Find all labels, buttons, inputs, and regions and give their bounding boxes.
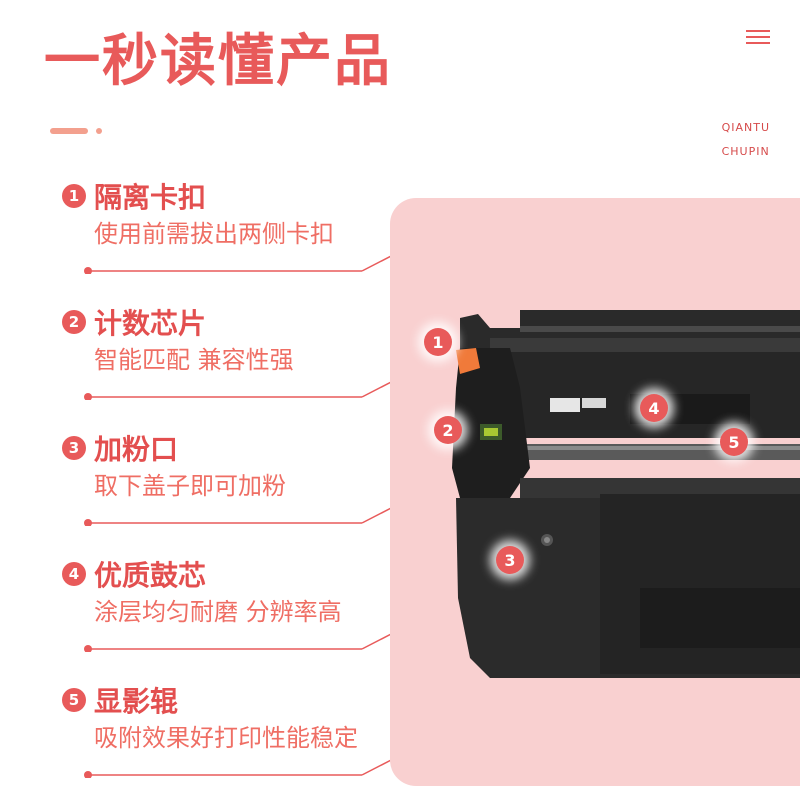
accent-dash bbox=[50, 128, 88, 134]
feature-underline bbox=[84, 756, 398, 778]
product-marker-4: 4 bbox=[640, 394, 668, 422]
feature-number-badge: 4 bbox=[62, 562, 86, 586]
feature-number-badge: 2 bbox=[62, 310, 86, 334]
feature-title: 隔离卡扣 bbox=[94, 181, 207, 214]
accent-dot bbox=[96, 128, 102, 134]
menu-bar-middle bbox=[746, 36, 770, 38]
feature-heading: 1 隔离卡扣 bbox=[62, 176, 206, 216]
feature-underline bbox=[84, 504, 398, 526]
feature-description: 使用前需拔出两侧卡扣 bbox=[94, 220, 334, 248]
product-marker-1: 1 bbox=[424, 328, 452, 356]
feature-heading: 5 显影辊 bbox=[62, 680, 178, 720]
product-image: 1 2 3 4 5 bbox=[390, 198, 800, 786]
feature-heading: 4 优质鼓芯 bbox=[62, 554, 206, 594]
feature-title: 加粉口 bbox=[94, 433, 179, 466]
feature-item-5: 5 显影辊 吸附效果好打印性能稳定 bbox=[62, 680, 398, 780]
menu-bar-top bbox=[746, 30, 770, 32]
title-accent-decoration bbox=[50, 128, 110, 136]
menu-bar-bottom bbox=[746, 42, 770, 44]
feature-description: 智能匹配 兼容性强 bbox=[94, 346, 294, 374]
product-marker-5: 5 bbox=[720, 428, 748, 456]
toner-cartridge-illustration bbox=[452, 310, 800, 678]
product-marker-2: 2 bbox=[434, 416, 462, 444]
feature-item-1: 1 隔离卡扣 使用前需拔出两侧卡扣 bbox=[62, 176, 398, 276]
hamburger-menu-icon[interactable] bbox=[746, 30, 770, 46]
feature-heading: 3 加粉口 bbox=[62, 428, 178, 468]
product-marker-3: 3 bbox=[496, 546, 524, 574]
feature-description: 取下盖子即可加粉 bbox=[94, 472, 286, 500]
brand-label: QIANTU CHUPIN bbox=[722, 116, 770, 164]
feature-description: 涂层均匀耐磨 分辨率高 bbox=[94, 598, 342, 626]
feature-title: 优质鼓芯 bbox=[94, 559, 207, 592]
feature-heading: 2 计数芯片 bbox=[62, 302, 206, 342]
feature-title: 计数芯片 bbox=[94, 307, 207, 340]
feature-number-badge: 1 bbox=[62, 184, 86, 208]
feature-number-badge: 3 bbox=[62, 436, 86, 460]
brand-line-1: QIANTU bbox=[721, 121, 770, 134]
feature-item-4: 4 优质鼓芯 涂层均匀耐磨 分辨率高 bbox=[62, 554, 398, 654]
feature-item-2: 2 计数芯片 智能匹配 兼容性强 bbox=[62, 302, 398, 402]
brand-line-2: CHUPIN bbox=[721, 145, 770, 158]
feature-underline bbox=[84, 378, 398, 400]
page-title: 一秒读懂产品 bbox=[44, 29, 392, 94]
feature-number-badge: 5 bbox=[62, 688, 86, 712]
feature-item-3: 3 加粉口 取下盖子即可加粉 bbox=[62, 428, 398, 528]
feature-title: 显影辊 bbox=[94, 685, 179, 718]
feature-description: 吸附效果好打印性能稳定 bbox=[94, 724, 358, 752]
feature-underline bbox=[84, 252, 398, 274]
feature-underline bbox=[84, 630, 398, 652]
